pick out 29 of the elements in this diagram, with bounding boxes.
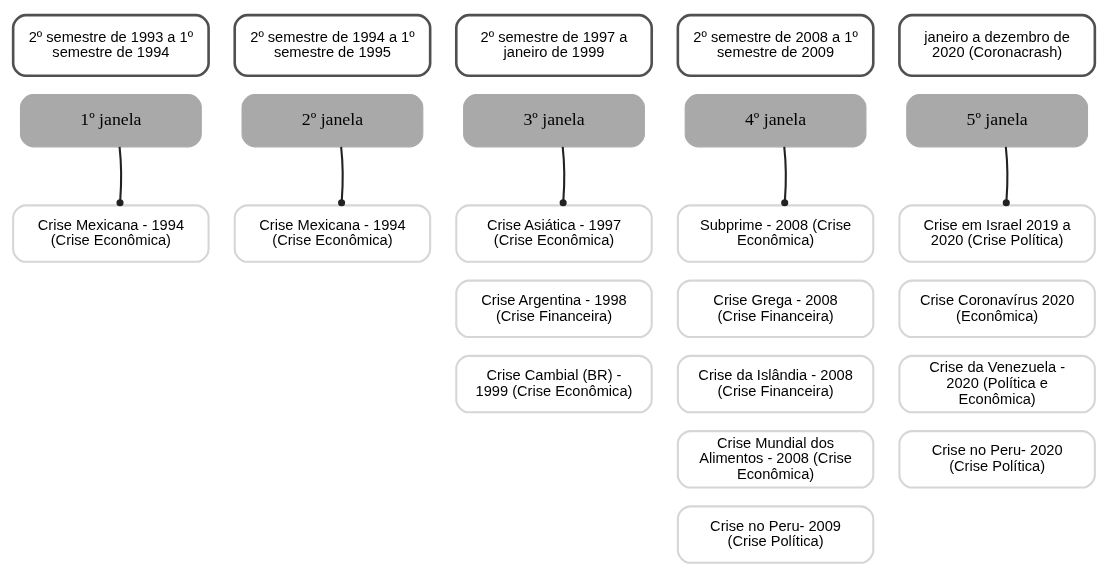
node-box: Crise Asiática - 1997 (Crise Econômica)	[455, 203, 653, 263]
node-box: Crise no Peru- 2009 (Crise Política)	[676, 504, 875, 564]
connector	[116, 146, 124, 206]
node-box: janeiro a dezembro de 2020 (Coronacrash)	[898, 13, 1097, 77]
node-box: Crise Mexicana - 1994 (Crise Econômica)	[233, 203, 432, 263]
node-box: Crise da Venezuela - 2020 (Política e Econômica)	[898, 354, 1096, 413]
node-box: Crise no Peru- 2020 (Crise Política)	[898, 429, 1096, 489]
node-box: 2º semestre de 1993 a 1º semestre de 1994	[11, 13, 210, 77]
node-box: Crise em Israel 2019 a 2020 (Crise Política)	[898, 203, 1096, 263]
node-box: 2º janela	[241, 93, 424, 147]
node-box: 4º janela	[684, 93, 867, 147]
node-box: Crise Grega - 2008 (Crise Financeira)	[676, 279, 875, 338]
node-box: Crise Mexicana - 1994 (Crise Econômica)	[12, 203, 210, 263]
node-box: 1º janela	[19, 93, 202, 147]
node-box: Crise Argentina - 1998 (Crise Financeira)	[455, 279, 653, 338]
node-box: Subprime - 2008 (Crise Econômica)	[676, 203, 875, 263]
node-box: 3º janela	[463, 93, 645, 147]
node-box: 2º semestre de 1997 a janeiro de 1999	[454, 13, 654, 77]
node-box: Crise Cambial (BR) - 1999 (Crise Econômica)	[455, 354, 653, 413]
node-box: Crise Mundial dos Alimentos - 2008 (Crise Econômica)	[676, 429, 875, 489]
node-box: Crise Coronavírus 2020 (Econômica)	[898, 279, 1096, 338]
node-box: 2º semestre de 1994 a 1º semestre de 1995	[233, 13, 432, 77]
node-box: Crise da Islândia - 2008 (Crise Financeira)	[676, 354, 875, 413]
connector	[559, 146, 567, 206]
connector	[1002, 146, 1010, 206]
connector	[781, 146, 789, 206]
node-box: 5º janela	[906, 93, 1089, 147]
node-box: 2º semestre de 2008 a 1º semestre de 2009	[676, 13, 875, 77]
connector	[338, 146, 346, 206]
